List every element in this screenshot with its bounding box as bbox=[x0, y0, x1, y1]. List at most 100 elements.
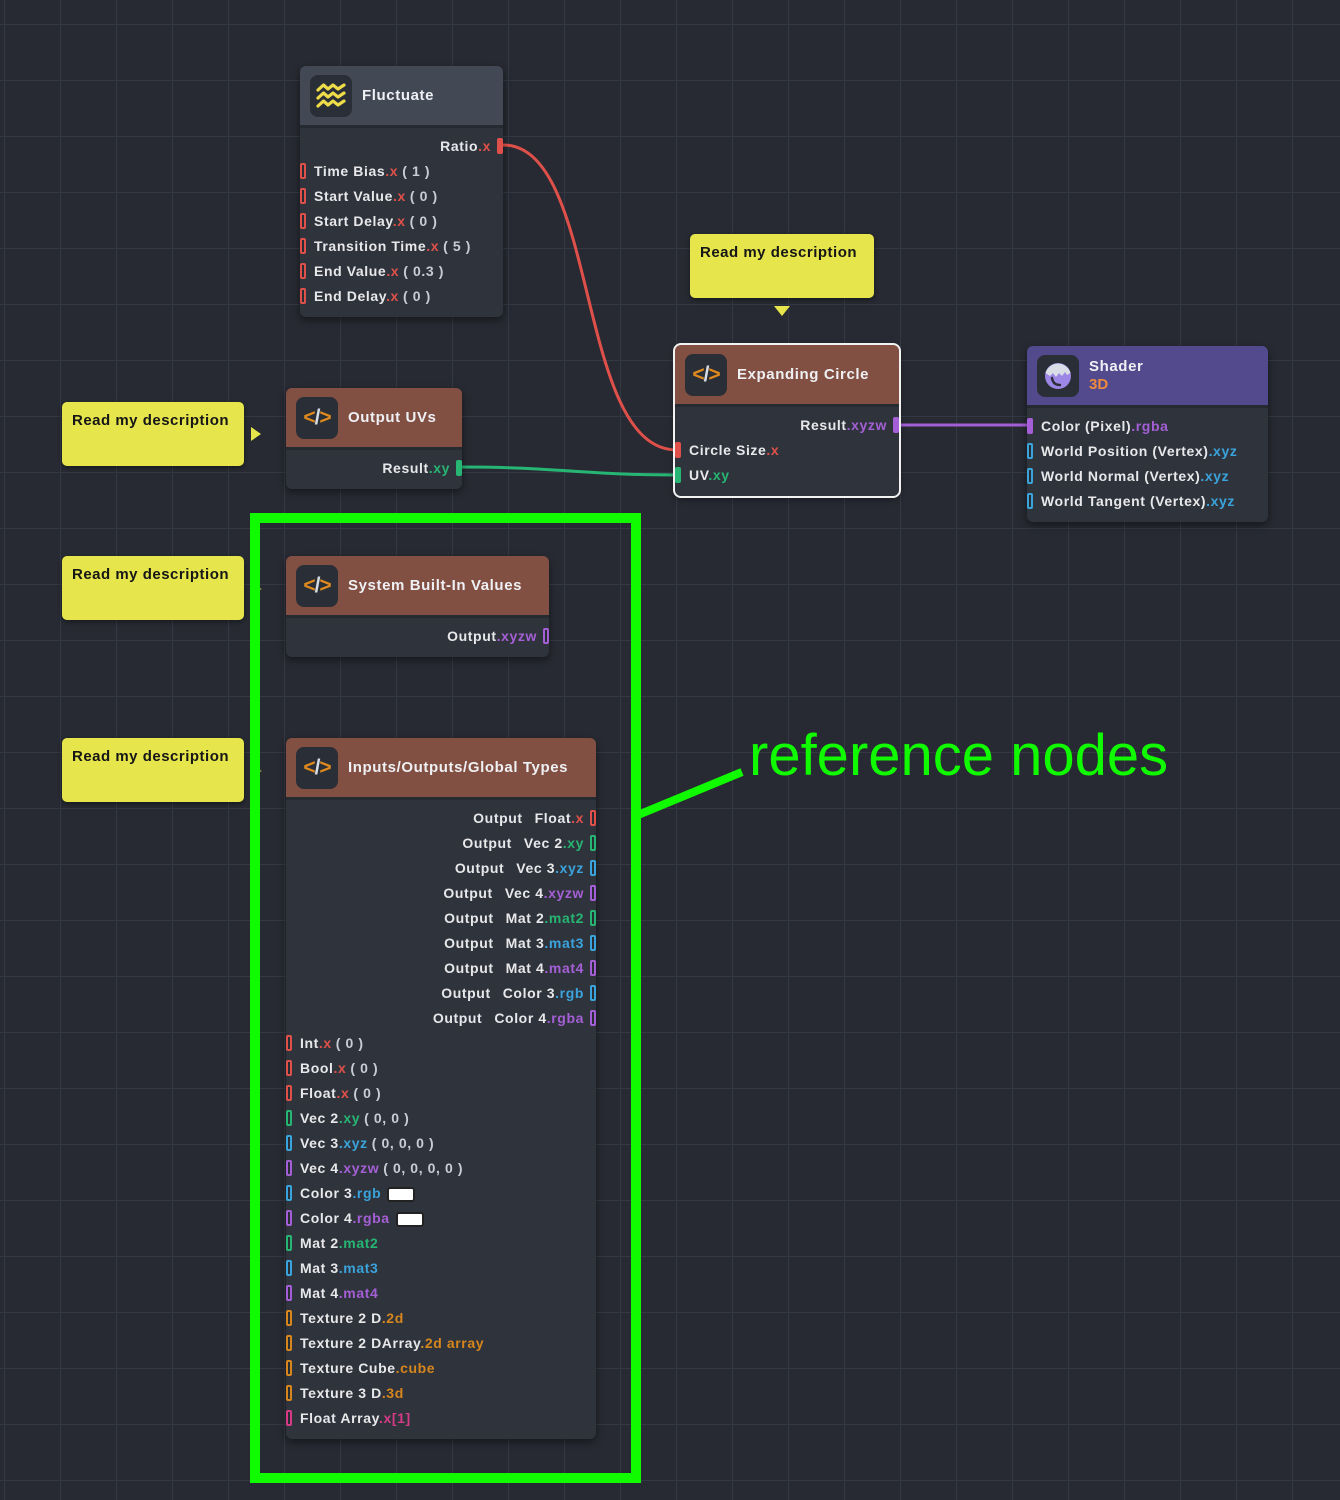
port-pin-icon[interactable] bbox=[1027, 493, 1033, 509]
port-default-value[interactable]: ( 0, 0, 0, 0 ) bbox=[383, 1160, 464, 1176]
wire-uv-result-to-uv[interactable] bbox=[459, 465, 678, 477]
port-default-value[interactable]: ( 0 ) bbox=[350, 1060, 379, 1076]
input-port[interactable]: End Value.x( 0.3 ) bbox=[300, 259, 503, 284]
output-port[interactable]: Result.xy bbox=[286, 456, 462, 481]
input-port[interactable]: Transition Time.x( 5 ) bbox=[300, 234, 503, 259]
port-pin-icon[interactable] bbox=[286, 1410, 292, 1426]
port-pin-icon[interactable] bbox=[300, 288, 306, 304]
input-port[interactable]: Color (Pixel).rgba bbox=[1027, 414, 1268, 439]
port-pin-icon[interactable] bbox=[286, 1060, 292, 1076]
input-port[interactable]: Time Bias.x( 1 ) bbox=[300, 159, 503, 184]
port-default-value[interactable]: ( 0 ) bbox=[402, 288, 431, 304]
input-port[interactable]: Color 4.rgba bbox=[286, 1206, 596, 1231]
input-port[interactable]: Color 3.rgb bbox=[286, 1181, 596, 1206]
port-pin-icon[interactable] bbox=[300, 263, 306, 279]
port-pin-icon[interactable] bbox=[286, 1210, 292, 1226]
output-port[interactable]: Result.xyzw bbox=[675, 413, 899, 438]
port-pin-icon[interactable] bbox=[286, 1035, 292, 1051]
port-pin-icon[interactable] bbox=[675, 442, 681, 458]
port-default-value[interactable]: ( 0.3 ) bbox=[403, 263, 444, 279]
port-pin-icon[interactable] bbox=[286, 1160, 292, 1176]
input-port[interactable]: Texture Cube.cube bbox=[286, 1356, 596, 1381]
input-port[interactable]: Float Array.x[1] bbox=[286, 1406, 596, 1431]
input-port[interactable]: End Delay.x( 0 ) bbox=[300, 284, 503, 309]
port-pin-icon[interactable] bbox=[286, 1335, 292, 1351]
input-port[interactable]: Start Value.x( 0 ) bbox=[300, 184, 503, 209]
description-note[interactable]: Read my description bbox=[690, 234, 874, 298]
port-pin-icon[interactable] bbox=[590, 960, 596, 976]
input-port[interactable]: Vec 4.xyzw( 0, 0, 0, 0 ) bbox=[286, 1156, 596, 1181]
port-default-value[interactable]: ( 5 ) bbox=[443, 238, 471, 254]
node-system-built-in-values[interactable]: </> System Built-In Values Output.xyzw bbox=[286, 556, 549, 657]
input-port[interactable]: Mat 3.mat3 bbox=[286, 1256, 596, 1281]
port-pin-icon[interactable] bbox=[543, 628, 549, 644]
input-port[interactable]: Vec 3.xyz( 0, 0, 0 ) bbox=[286, 1131, 596, 1156]
input-port[interactable]: Mat 4.mat4 bbox=[286, 1281, 596, 1306]
input-port[interactable]: Vec 2.xy( 0, 0 ) bbox=[286, 1106, 596, 1131]
input-port[interactable]: Texture 3 D.3d bbox=[286, 1381, 596, 1406]
port-pin-icon[interactable] bbox=[286, 1110, 292, 1126]
input-port[interactable]: Bool.x( 0 ) bbox=[286, 1056, 596, 1081]
port-pin-icon[interactable] bbox=[1027, 443, 1033, 459]
port-pin-icon[interactable] bbox=[300, 163, 306, 179]
port-pin-icon[interactable] bbox=[286, 1360, 292, 1376]
port-pin-icon[interactable] bbox=[286, 1135, 292, 1151]
port-pin-icon[interactable] bbox=[286, 1310, 292, 1326]
description-note[interactable]: Read my description bbox=[62, 402, 244, 466]
port-default-value[interactable]: ( 0 ) bbox=[409, 188, 438, 204]
port-pin-icon[interactable] bbox=[1027, 468, 1033, 484]
input-port[interactable]: Float.x( 0 ) bbox=[286, 1081, 596, 1106]
port-pin-icon[interactable] bbox=[286, 1235, 292, 1251]
port-pin-icon[interactable] bbox=[456, 460, 462, 476]
node-header[interactable]: </> System Built-In Values bbox=[286, 556, 549, 618]
input-port[interactable]: World Position (Vertex).xyz bbox=[1027, 439, 1268, 464]
input-port[interactable]: Texture 2 DArray.2d array bbox=[286, 1331, 596, 1356]
port-pin-icon[interactable] bbox=[300, 213, 306, 229]
port-pin-icon[interactable] bbox=[1027, 418, 1033, 434]
port-pin-icon[interactable] bbox=[590, 885, 596, 901]
wire-ratio-to-circle-size[interactable] bbox=[502, 143, 678, 452]
port-pin-icon[interactable] bbox=[590, 910, 596, 926]
input-port[interactable]: Int.x( 0 ) bbox=[286, 1031, 596, 1056]
port-default-value[interactable]: ( 0 ) bbox=[335, 1035, 364, 1051]
port-pin-icon[interactable] bbox=[590, 810, 596, 826]
input-port[interactable]: Circle Size.x bbox=[675, 438, 899, 463]
port-pin-icon[interactable] bbox=[286, 1260, 292, 1276]
port-pin-icon[interactable] bbox=[286, 1185, 292, 1201]
port-pin-icon[interactable] bbox=[590, 1010, 596, 1026]
port-pin-icon[interactable] bbox=[300, 188, 306, 204]
port-pin-icon[interactable] bbox=[300, 238, 306, 254]
port-pin-icon[interactable] bbox=[286, 1085, 292, 1101]
output-port[interactable]: Output.xyzw bbox=[286, 624, 549, 649]
port-default-value[interactable]: ( 0, 0 ) bbox=[364, 1110, 410, 1126]
port-pin-icon[interactable] bbox=[590, 860, 596, 876]
description-note[interactable]: Read my description bbox=[62, 556, 244, 620]
port-default-value[interactable]: ( 0, 0, 0 ) bbox=[371, 1135, 435, 1151]
port-pin-icon[interactable] bbox=[286, 1285, 292, 1301]
node-header[interactable]: </> Expanding Circle bbox=[675, 345, 899, 407]
port-default-value[interactable]: ( 0 ) bbox=[353, 1085, 382, 1101]
node-output-uvs[interactable]: </> Output UVs Result.xy bbox=[286, 388, 462, 489]
node-header[interactable]: Shader 3D bbox=[1027, 346, 1268, 408]
color-swatch[interactable] bbox=[387, 1186, 416, 1202]
description-note[interactable]: Read my description bbox=[62, 738, 244, 802]
node-header[interactable]: </> Inputs/Outputs/Global Types bbox=[286, 738, 596, 800]
port-default-value[interactable]: ( 0 ) bbox=[409, 213, 438, 229]
input-port[interactable]: UV.xy bbox=[675, 463, 899, 488]
color-swatch[interactable] bbox=[395, 1211, 424, 1227]
input-port[interactable]: Mat 2.mat2 bbox=[286, 1231, 596, 1256]
port-pin-icon[interactable] bbox=[590, 985, 596, 1001]
node-header[interactable]: </> Output UVs bbox=[286, 388, 462, 450]
